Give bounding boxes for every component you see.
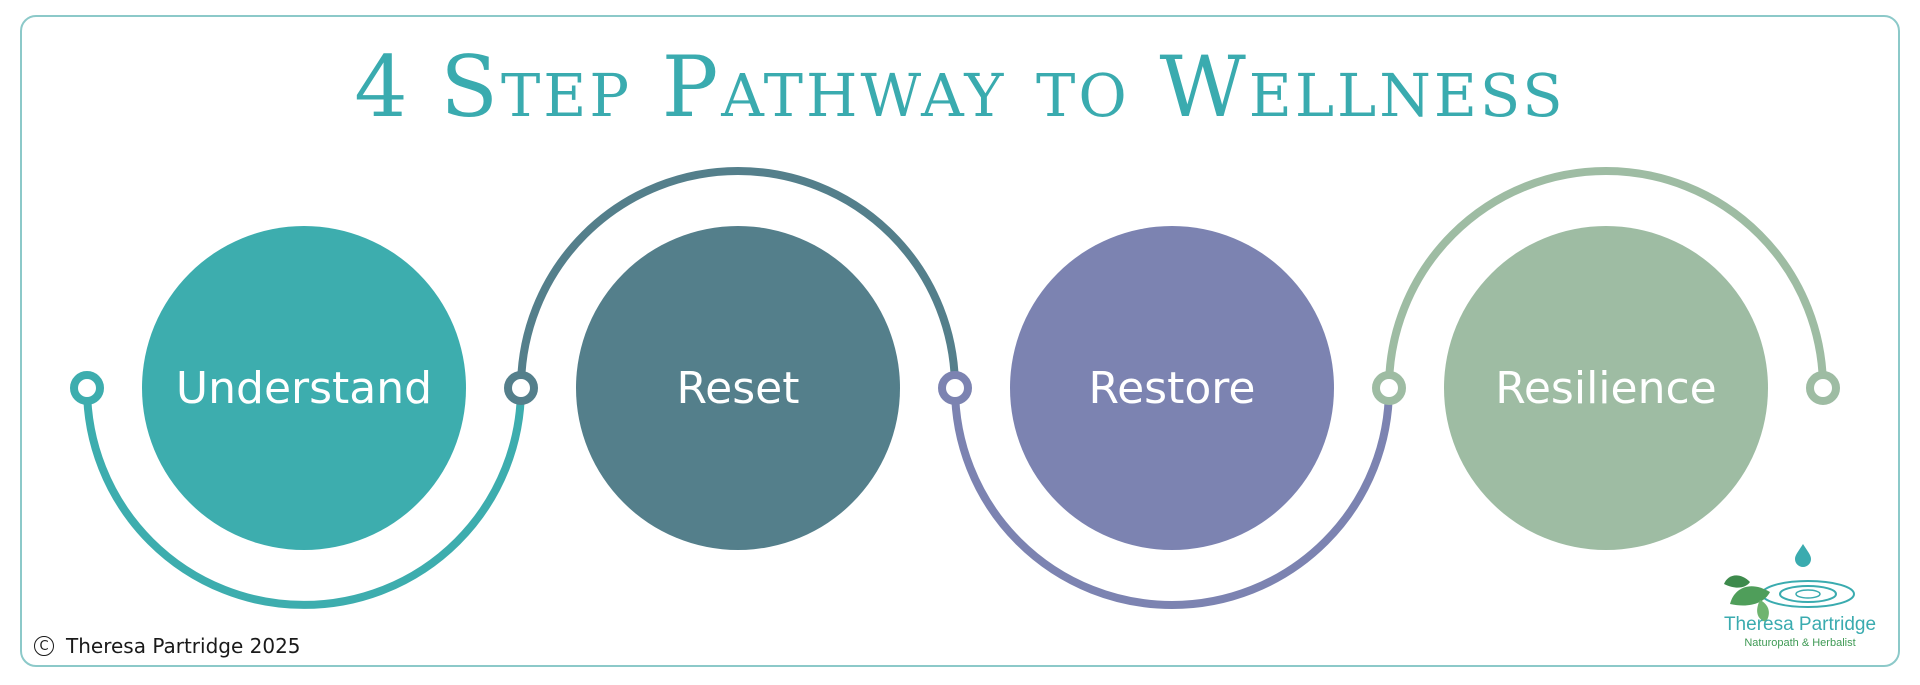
pathway-connectors (83, 167, 1827, 609)
pathway-node-3 (938, 371, 972, 405)
connector-arc-4 (1385, 167, 1827, 389)
connector-arc-2 (517, 167, 959, 389)
step-label-2: Reset (677, 363, 800, 414)
pathway-nodes (70, 371, 1840, 405)
pathway-node-2 (504, 371, 538, 405)
pathway-steps: Understand Reset Restore Resilience (142, 226, 1768, 550)
page-frame (20, 15, 1900, 667)
step-circle-2 (576, 226, 900, 550)
pathway-node-1 (70, 371, 104, 405)
step-label-3: Restore (1089, 363, 1256, 414)
step-circle-1 (142, 226, 466, 550)
logo-tagline: Naturopath & Herbalist (1744, 637, 1856, 649)
step-label-4: Resilience (1495, 363, 1716, 414)
brand-logo: Theresa Partridge Naturopath & Herbalist (1720, 542, 1880, 652)
connector-arc-1 (83, 387, 525, 609)
pathway-node-5 (1806, 371, 1840, 405)
step-circle-4 (1444, 226, 1768, 550)
step-circle-3 (1010, 226, 1334, 550)
copyright-notice: C Theresa Partridge 2025 (34, 634, 301, 658)
logo-name: Theresa Partridge (1723, 614, 1877, 635)
connector-arc-3 (951, 387, 1393, 609)
step-label-1: Understand (176, 363, 432, 414)
copyright-text: Theresa Partridge 2025 (66, 634, 301, 658)
copyright-icon: C (34, 636, 54, 656)
leaf-drop-ripple-icon (1724, 544, 1855, 622)
page-title: 4 Step Pathway to Wellness (354, 38, 1566, 136)
pathway-node-4 (1372, 371, 1406, 405)
